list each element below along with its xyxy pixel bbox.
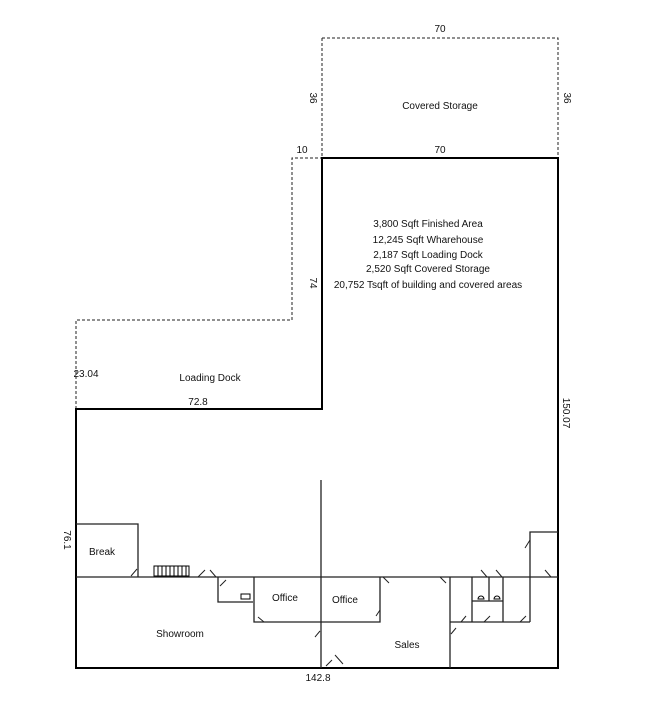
dim-offset: 10: [296, 145, 308, 156]
dim-building-right: 150.07: [560, 398, 571, 429]
room-sales: Sales: [394, 640, 419, 651]
interior-walls: [76, 480, 558, 668]
summary-line: 3,800 Sqft Finished Area: [373, 219, 483, 230]
stairs-icon: [153, 565, 190, 577]
dim-building-left-lower: 76.1: [61, 530, 72, 550]
building-outline: [75, 157, 559, 669]
room-showroom: Showroom: [156, 629, 204, 640]
label-covered-storage: Covered Storage: [402, 101, 478, 112]
sink-icon: [240, 593, 251, 600]
dim-building-left-upper: 74: [307, 277, 318, 289]
dim-dock-left: 23.04: [73, 369, 98, 380]
summary-line: 12,245 Sqft Wharehouse: [373, 235, 484, 246]
dim-dock-bottom: 72.8: [188, 397, 208, 408]
summary-line: 20,752 Tsqft of building and covered are…: [334, 280, 522, 291]
label-loading-dock: Loading Dock: [179, 373, 241, 384]
room-office-1: Office: [272, 593, 298, 604]
loading-dock-outline: [75, 157, 322, 409]
dim-storage-top: 70: [434, 24, 446, 35]
door-icons: [130, 539, 552, 667]
room-office-2: Office: [332, 595, 358, 606]
toilet-icons: [240, 593, 501, 600]
dim-building-top: 70: [434, 145, 446, 156]
area-summary: 3,800 Sqft Finished Area 12,245 Sqft Wha…: [334, 219, 522, 291]
summary-line: 2,520 Sqft Covered Storage: [366, 264, 490, 275]
summary-line: 2,187 Sqft Loading Dock: [373, 250, 484, 261]
dim-storage-right: 36: [561, 92, 572, 104]
room-break: Break: [89, 547, 116, 558]
covered-storage-outline: [321, 37, 559, 158]
dim-storage-left: 36: [307, 92, 318, 104]
dim-building-bottom: 142.8: [305, 673, 330, 684]
